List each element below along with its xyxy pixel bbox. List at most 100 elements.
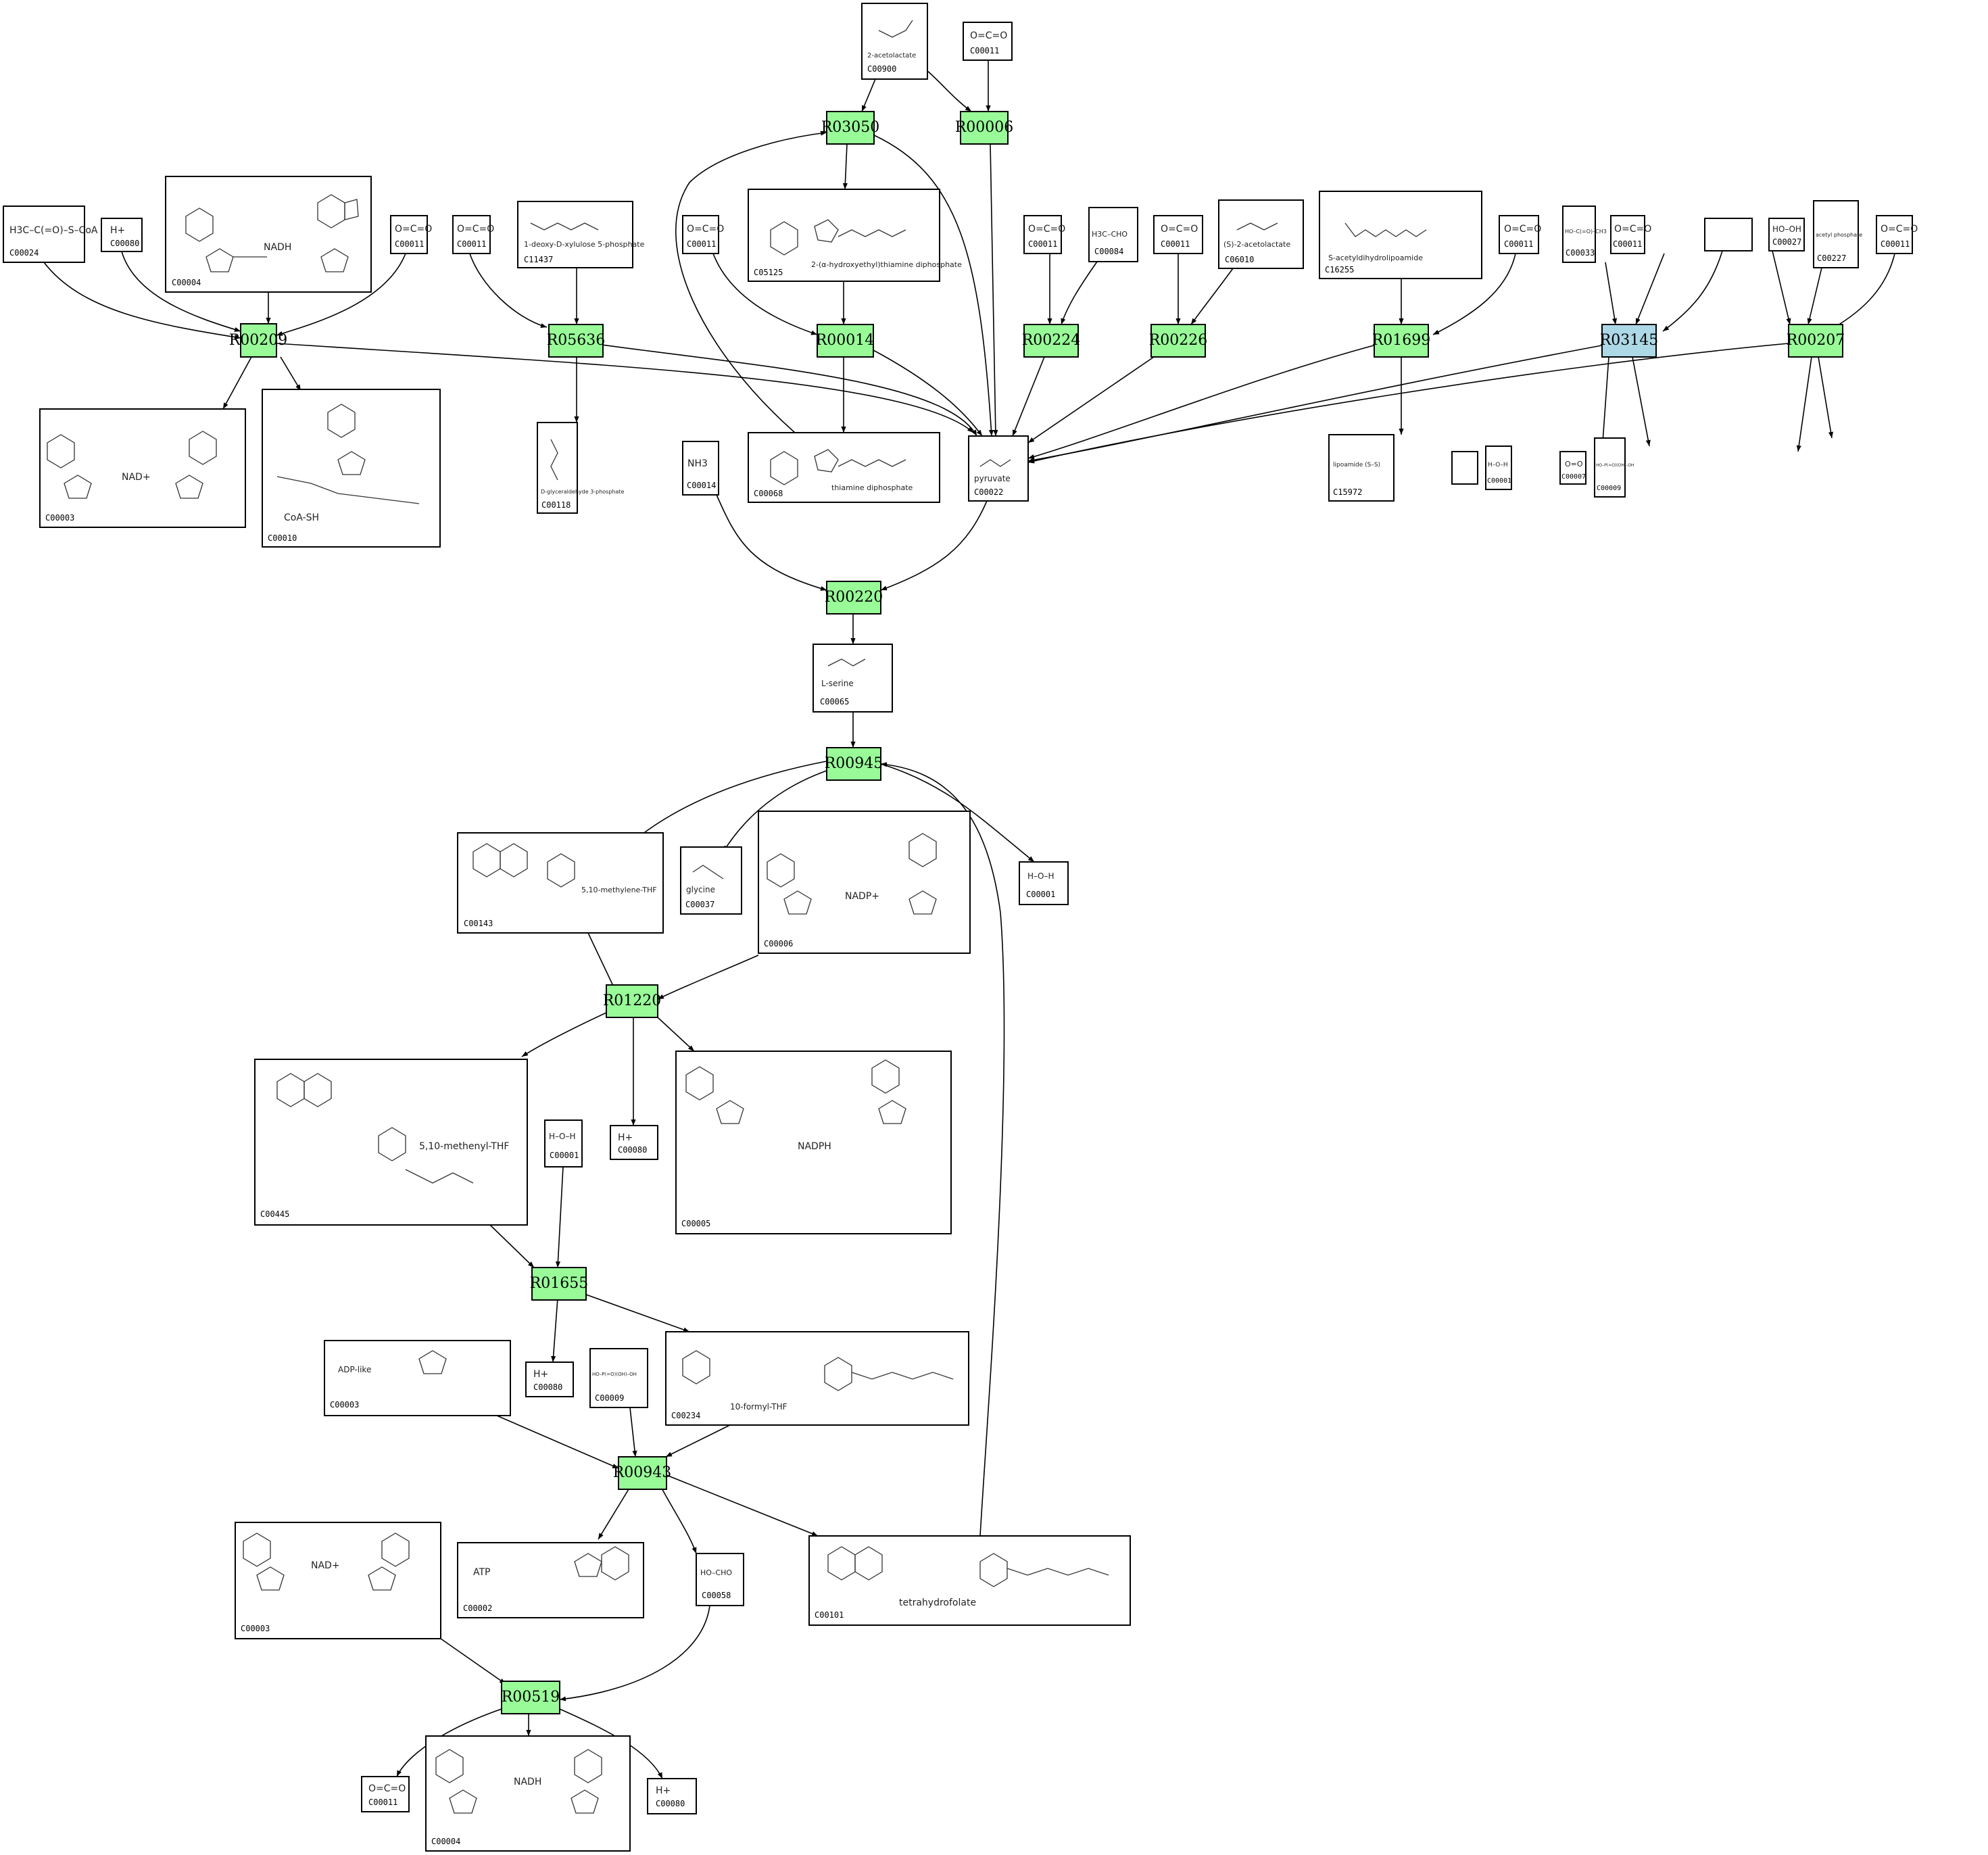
compound-c00024[interactable]: H3C–C(=O)–S–CoA C00024	[3, 206, 98, 263]
compound-c00004[interactable]: NADH C00004	[425, 1735, 631, 1852]
compound-formula: O=C=O	[395, 224, 432, 235]
compound-formula: D-glyceraldehyde 3-phosphate	[541, 489, 625, 495]
reaction-r00014[interactable]: R00014	[816, 324, 875, 358]
compound-c11437[interactable]: 1-deoxy-D-xylulose 5-phosphate C11437	[517, 201, 645, 268]
reaction-r00207[interactable]: R00207	[1787, 324, 1845, 358]
reaction-r00224[interactable]: R00224	[1022, 324, 1081, 358]
compound-c00234[interactable]: 10-formyl-THF C00234	[665, 1331, 969, 1426]
edge	[1061, 261, 1098, 325]
edge	[222, 356, 252, 410]
edge	[440, 1638, 506, 1685]
compound-id: C00022	[974, 487, 1003, 497]
compound-c00003[interactable]: ADP-like C00003	[324, 1340, 511, 1416]
compound-blank[interactable]	[1451, 451, 1478, 485]
compound-c00011[interactable]: O=C=O C00011	[1876, 215, 1918, 254]
edge	[598, 1489, 629, 1540]
reaction-r05636[interactable]: R05636	[547, 324, 606, 358]
compound-c00011[interactable]: O=C=O C00011	[361, 1776, 410, 1812]
edge	[1190, 268, 1234, 325]
reaction-label: R00209	[229, 332, 288, 349]
compound-c15972[interactable]: lipoamide (S–S) C15972	[1328, 434, 1395, 502]
compound-formula: O=C=O	[457, 224, 494, 235]
compound-id: C00080	[618, 1145, 647, 1155]
compound-id: C00010	[268, 533, 297, 543]
compound-c00014[interactable]: NH3 C00014	[682, 441, 719, 496]
compound-c00080[interactable]: H+ C00080	[647, 1778, 697, 1814]
edge	[880, 762, 1005, 1537]
compound-c00010[interactable]: CoA-SH C00010	[262, 389, 441, 548]
compound-c00011[interactable]: O=C=O C00011	[390, 215, 432, 254]
reaction-r00006[interactable]: R00006	[955, 111, 1014, 145]
compound-c00011[interactable]: O=C=O C00011	[682, 215, 724, 254]
reaction-label: R00943	[613, 1464, 672, 1481]
reaction-r03145[interactable]: R03145	[1600, 324, 1659, 358]
compound-c00033[interactable]: HO–C(=O)–CH3 C00033	[1562, 206, 1607, 263]
compound-c05125[interactable]: 2-(α-hydroxyethyl)thiamine diphosphate C…	[748, 189, 962, 282]
reaction-r01220[interactable]: R01220	[603, 984, 662, 1018]
compound-formula: 1-deoxy-D-xylulose 5-phosphate	[524, 240, 645, 249]
compound-c00022[interactable]: pyruvate C00022	[968, 435, 1029, 502]
molecule-structure	[243, 1533, 410, 1591]
compound-c00011[interactable]: O=C=O C00011	[452, 215, 494, 254]
compound-c00004[interactable]: NADH C00004	[165, 176, 372, 293]
compound-c00084[interactable]: H3C–CHO C00084	[1088, 207, 1138, 262]
compound-formula: O=C=O	[1504, 224, 1541, 235]
compound-formula: H+	[110, 225, 125, 236]
compound-c00058[interactable]: HO–CHO C00058	[696, 1553, 744, 1606]
compound-c00080[interactable]: H+ C00080	[101, 218, 143, 252]
compound-c00001[interactable]: H–O–H C00001	[1485, 445, 1512, 490]
edge	[1605, 262, 1618, 325]
compound-c00007[interactable]: O=O C00007	[1559, 451, 1586, 485]
compound-c00227[interactable]: acetyl phosphate C00227	[1813, 200, 1862, 268]
compound-c00011[interactable]: O=C=O C00011	[1610, 215, 1651, 254]
compound-c00143[interactable]: 5,10-methylene-THF C00143	[457, 832, 664, 934]
compound-c00037[interactable]: glycine C00037	[680, 846, 742, 915]
compound-c00900[interactable]: 2-acetolactate C00900	[861, 3, 928, 80]
reaction-label: R01655	[530, 1275, 589, 1292]
reaction-r01699[interactable]: R01699	[1372, 324, 1431, 358]
compound-formula: O=C=O	[687, 224, 724, 235]
compound-c00065[interactable]: L-serine C00065	[813, 644, 893, 713]
compound-id: C00234	[671, 1411, 700, 1420]
compound-c00011[interactable]: O=C=O C00011	[1153, 215, 1203, 254]
compound-c00118[interactable]: D-glyceraldehyde 3-phosphate C00118	[537, 422, 625, 514]
compound-c00027[interactable]: HO–OH C00027	[1768, 218, 1805, 251]
reaction-r00220[interactable]: R00220	[825, 581, 883, 615]
compound-id: C00065	[820, 697, 849, 706]
compound-c00445[interactable]: 5,10-methenyl-THF C00445	[254, 1059, 528, 1226]
compound-c00011[interactable]: O=C=O C00011	[1499, 215, 1541, 254]
compound-c00068[interactable]: thiamine diphosphate C00068	[748, 432, 940, 503]
reaction-r00519[interactable]: R00519	[501, 1681, 560, 1714]
compound-id: C00143	[464, 919, 493, 928]
compound-c00001[interactable]: H–O–H C00001	[544, 1119, 583, 1167]
reaction-label: R01220	[603, 992, 662, 1009]
compound-c00101[interactable]: tetrahydrofolate C00101	[808, 1535, 1131, 1626]
compound-c00005[interactable]: NADPH C00005	[675, 1051, 952, 1234]
compound-c00009[interactable]: HO–P(=O)(OH)–OH C00009	[589, 1348, 648, 1408]
edge	[521, 1012, 607, 1057]
edge	[555, 1166, 564, 1268]
compound-formula: glycine	[686, 885, 715, 894]
reaction-r00943[interactable]: R00943	[613, 1456, 672, 1490]
compound-c00080[interactable]: H+ C00080	[525, 1362, 574, 1397]
compound-c00006[interactable]: NADP+ C00006	[758, 811, 971, 954]
compound-blank[interactable]	[1704, 218, 1753, 251]
compound-c16255[interactable]: S-acetyldihydrolipoamide C16255	[1319, 191, 1482, 279]
compound-c00080[interactable]: H+ C00080	[610, 1125, 658, 1160]
compound-c00009[interactable]: HO–P(=O)(OH)–OH C00009	[1594, 437, 1634, 498]
compound-formula: NH3	[687, 458, 708, 469]
reaction-r01655[interactable]: R01655	[530, 1267, 589, 1301]
compound-c00003[interactable]: NAD+ C00003	[39, 408, 246, 528]
reaction-r03050[interactable]: R03050	[821, 111, 880, 145]
compound-id: C11437	[524, 255, 553, 264]
compound-c00003[interactable]: NAD+ C00003	[235, 1522, 441, 1639]
reaction-r00209[interactable]: R00209	[229, 323, 288, 358]
compound-c00011[interactable]: O=C=O C00011	[963, 22, 1013, 61]
reaction-r00945[interactable]: R00945	[825, 747, 883, 781]
compound-c00002[interactable]: ATP C00002	[457, 1542, 644, 1618]
reaction-r00226[interactable]: R00226	[1149, 324, 1208, 358]
compound-c00011[interactable]: O=C=O C00011	[1023, 215, 1065, 254]
compound-c00001[interactable]: H–O–H C00001	[1019, 861, 1069, 905]
compound-c06010[interactable]: (S)-2-acetolactate C06010	[1218, 199, 1304, 269]
molecule-structure	[770, 449, 906, 485]
